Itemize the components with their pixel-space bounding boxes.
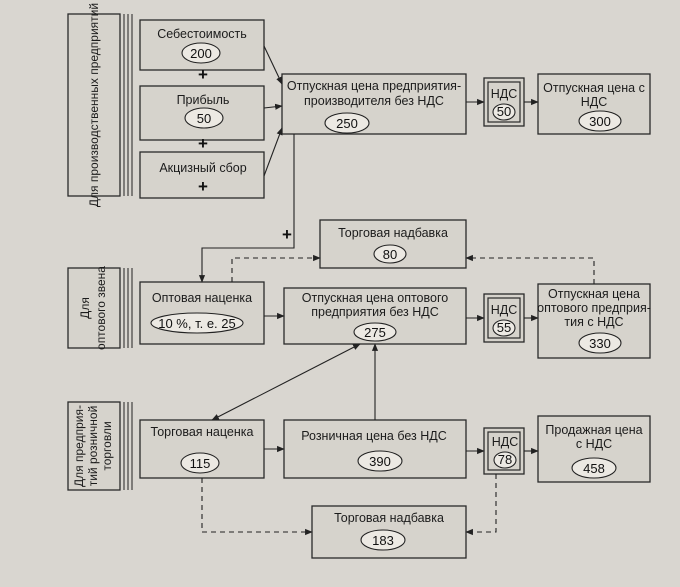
box-wholesale-price-label-2: предприятия без НДС	[311, 305, 439, 319]
box-producer-price-vat: Отпускная цена с НДС 300	[537, 73, 651, 135]
box-trade-markup-bottom-value: 183	[372, 533, 394, 548]
box-vat-3: НДС 78	[483, 427, 525, 475]
plus-sign-1: +	[198, 65, 208, 84]
box-wholesale-markup-value: 10 %, т. е. 25	[158, 316, 236, 331]
section-retail-label-3: торговли	[100, 421, 114, 470]
box-excise: Акцизный сбор	[139, 151, 265, 199]
box-producer-price: Отпускная цена предприятия- производител…	[281, 73, 467, 135]
box-vat-1-value: 50	[497, 104, 511, 119]
box-vat-1: НДС 50	[483, 77, 525, 127]
box-sale-price-label-1: Продажная цена	[545, 423, 642, 437]
box-trade-markup-top-value: 80	[383, 247, 397, 262]
box-profit-value: 50	[197, 111, 211, 126]
arrow-profit-to-producer-price	[263, 103, 283, 110]
box-vat-3-value: 78	[498, 452, 512, 467]
plus-sign-4: +	[282, 225, 292, 244]
arrow-cost-to-producer-price	[263, 45, 283, 85]
box-vat-3-label: НДС	[492, 435, 519, 449]
section-retail-label-1: Для предприя-	[72, 405, 86, 487]
box-sale-price: Продажная цена с НДС 458	[537, 415, 651, 483]
plus-sign-2: +	[198, 134, 208, 153]
box-wholesale-price-vat: Отпускная цена оптового предприя- тия с …	[537, 283, 651, 359]
arrow-excise-to-producer-price	[263, 127, 283, 177]
box-producer-price-vat-value: 300	[589, 114, 611, 129]
box-cost-value: 200	[190, 46, 212, 61]
box-wholesale-price-vat-label-2: оптового предприя-	[537, 301, 651, 315]
box-retail-price-label: Розничная цена без НДС	[301, 429, 447, 443]
section-producers: Для производственных предприятий	[67, 3, 133, 207]
dashed-arrow-to-trade-markup-bottom	[201, 478, 313, 536]
box-producer-price-label-2: производителя без НДС	[304, 94, 444, 108]
box-wholesale-markup: Оптовая наценка 10 %, т. е. 25	[139, 281, 265, 345]
box-excise-label: Акцизный сбор	[159, 161, 246, 175]
box-retail-markup-label: Торговая наценка	[151, 425, 254, 439]
box-retail-markup: Торговая наценка 115	[139, 419, 265, 479]
box-vat-2-label: НДС	[491, 303, 518, 317]
box-profit-label: Прибыль	[177, 93, 230, 107]
section-retail: Для предприя- тий розничной торговли	[67, 401, 133, 491]
box-vat-2-value: 55	[497, 320, 511, 335]
box-trade-markup-bottom: Торговая надбавка 183	[311, 505, 467, 559]
box-wholesale-price-vat-value: 330	[589, 336, 611, 351]
box-vat-2: НДС 55	[483, 293, 525, 343]
connectors: +	[198, 45, 595, 536]
box-wholesale-price-label-1: Отпускная цена оптового	[302, 291, 448, 305]
section-producers-label: Для производственных предприятий	[87, 3, 101, 207]
box-vat-1-label: НДС	[491, 87, 518, 101]
box-producer-price-value: 250	[336, 116, 358, 131]
dashed-arrow-from-vat-3	[465, 474, 497, 536]
box-producer-price-label-1: Отпускная цена предприятия-	[287, 79, 461, 93]
box-wholesale-price: Отпускная цена оптового предприятия без …	[283, 287, 467, 345]
box-trade-markup-bottom-label: Торговая надбавка	[334, 511, 444, 525]
box-retail-price-value: 390	[369, 454, 391, 469]
arrow-producer-price-to-wholesale-markup	[198, 134, 295, 283]
box-wholesale-markup-label: Оптовая наценка	[152, 291, 252, 305]
box-retail-price: Розничная цена без НДС 390	[283, 419, 467, 479]
section-wholesale-label-1: Для	[78, 297, 92, 319]
box-wholesale-price-vat-label-3: тия с НДС	[564, 315, 623, 329]
section-retail-label-2: тий розничной	[86, 406, 100, 487]
box-profit: Прибыль 50	[139, 85, 265, 141]
box-sale-price-label-2: с НДС	[576, 437, 612, 451]
dashed-arrow-from-wholesale-vat-price	[465, 254, 595, 284]
arrow-wholesale-price-to-retail-markup	[211, 343, 361, 421]
box-trade-markup-top: Торговая надбавка 80	[319, 219, 467, 269]
box-retail-markup-value: 115	[190, 456, 211, 471]
box-producer-price-vat-label-1: Отпускная цена с	[543, 81, 645, 95]
box-cost: Себестоимость 200	[139, 19, 265, 71]
box-wholesale-price-value: 275	[364, 325, 386, 340]
box-sale-price-value: 458	[583, 461, 605, 476]
plus-sign-3: +	[198, 177, 208, 196]
section-wholesale-label-2: оптового звена	[94, 266, 108, 350]
box-producer-price-vat-label-2: НДС	[581, 95, 608, 109]
box-wholesale-price-vat-label-1: Отпускная цена	[548, 287, 640, 301]
dashed-arrow-to-trade-markup-top	[231, 254, 321, 282]
box-trade-markup-top-label: Торговая надбавка	[338, 226, 448, 240]
box-cost-label: Себестоимость	[157, 27, 247, 41]
section-wholesale: Для оптового звена	[67, 266, 133, 350]
